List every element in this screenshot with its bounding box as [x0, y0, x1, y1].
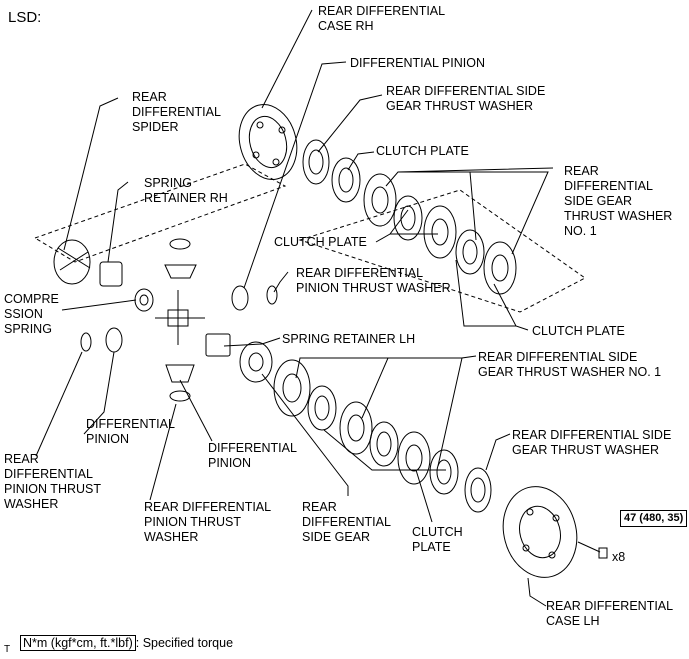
pinion-top: [164, 264, 197, 279]
case-bolt: [577, 541, 608, 559]
label-side-gear-thrust-washer-bottom: REAR DIFFERENTIAL SIDE GEAR THRUST WASHE…: [512, 428, 672, 457]
label-pinion-thrust-washer-left: REAR DIFFERENTIAL PINION THRUST WASHER: [4, 452, 101, 511]
spider-gear-part: [53, 239, 91, 285]
compression-spring-part: [134, 288, 154, 312]
pinion-bottom: [165, 364, 195, 383]
spider-cross-part: [155, 290, 205, 345]
case-lh-part: [502, 486, 578, 578]
spring-retainer-lh-part: [205, 333, 231, 357]
spring-retainer-rh-part: [99, 261, 123, 287]
pinion-right: [231, 285, 249, 311]
legend-text: : Specified torque: [135, 636, 234, 650]
label-clutch-plate-4: CLUTCH PLATE: [412, 525, 463, 554]
lower-clutch-stack: [239, 341, 492, 513]
upper-axis-dashed-box: [33, 163, 287, 263]
label-clutch-plate-1: CLUTCH PLATE: [376, 144, 469, 158]
label-case-rh: REAR DIFFERENTIAL CASE RH: [318, 4, 446, 33]
torque-legend: N*m (kgf*cm, ft.*lbf): Specified torque: [20, 635, 234, 651]
bolt-quantity: x8: [612, 550, 626, 564]
pinion-washer-right: [266, 285, 278, 305]
label-side-gear-thrust-washer-no1-top: REAR DIFFERENTIAL SIDE GEAR THRUST WASHE…: [564, 164, 673, 238]
pinion-washer-bottom: [169, 390, 191, 402]
label-side-gear-thrust-washer-top: REAR DIFFERENTIAL SIDE GEAR THRUST WASHE…: [386, 84, 546, 113]
label-differential-pinion-left: DIFFERENTIAL PINION: [86, 417, 175, 446]
upper-clutch-stack: [302, 139, 517, 295]
pinion-washer-top: [169, 238, 191, 250]
case-rh-part: [238, 104, 298, 180]
label-differential-pinion-mid: DIFFERENTIAL PINION: [208, 441, 297, 470]
label-compression-spring: COMPRE SSION SPRING: [4, 292, 59, 336]
label-spring-retainer-rh: SPRING RETAINER RH: [144, 176, 228, 205]
leader-lines: [35, 9, 554, 607]
label-case-lh: REAR DIFFERENTIAL CASE LH: [546, 599, 674, 628]
label-spring-retainer-lh: SPRING RETAINER LH: [282, 332, 416, 346]
label-side-gear: REAR DIFFERENTIAL SIDE GEAR: [302, 500, 391, 544]
label-clutch-plate-3: CLUTCH PLATE: [532, 324, 625, 338]
label-side-gear-thrust-washer-no1-bottom: REAR DIFFERENTIAL SIDE GEAR THRUST WASHE…: [478, 350, 662, 379]
label-clutch-plate-2: CLUTCH PLATE: [274, 235, 367, 249]
diagram-title: LSD:: [8, 9, 42, 26]
pinion-left: [105, 327, 123, 353]
label-spider: REAR DIFFERENTIAL SPIDER: [132, 90, 221, 134]
legend-units-box: N*m (kgf*cm, ft.*lbf): [20, 635, 136, 651]
label-pinion-thrust-washer-mid: REAR DIFFERENTIAL PINION THRUST WASHER: [144, 500, 272, 544]
label-differential-pinion-top: DIFFERENTIAL PINION: [350, 56, 485, 70]
pinion-washer-left: [80, 332, 92, 352]
right-axis-dashed-box: [298, 189, 586, 313]
label-pinion-thrust-washer-top: REAR DIFFERENTIAL PINION THRUST WASHER: [296, 266, 451, 295]
torque-spec-box: 47 (480, 35): [620, 510, 688, 527]
footer-mark: T: [4, 644, 11, 655]
